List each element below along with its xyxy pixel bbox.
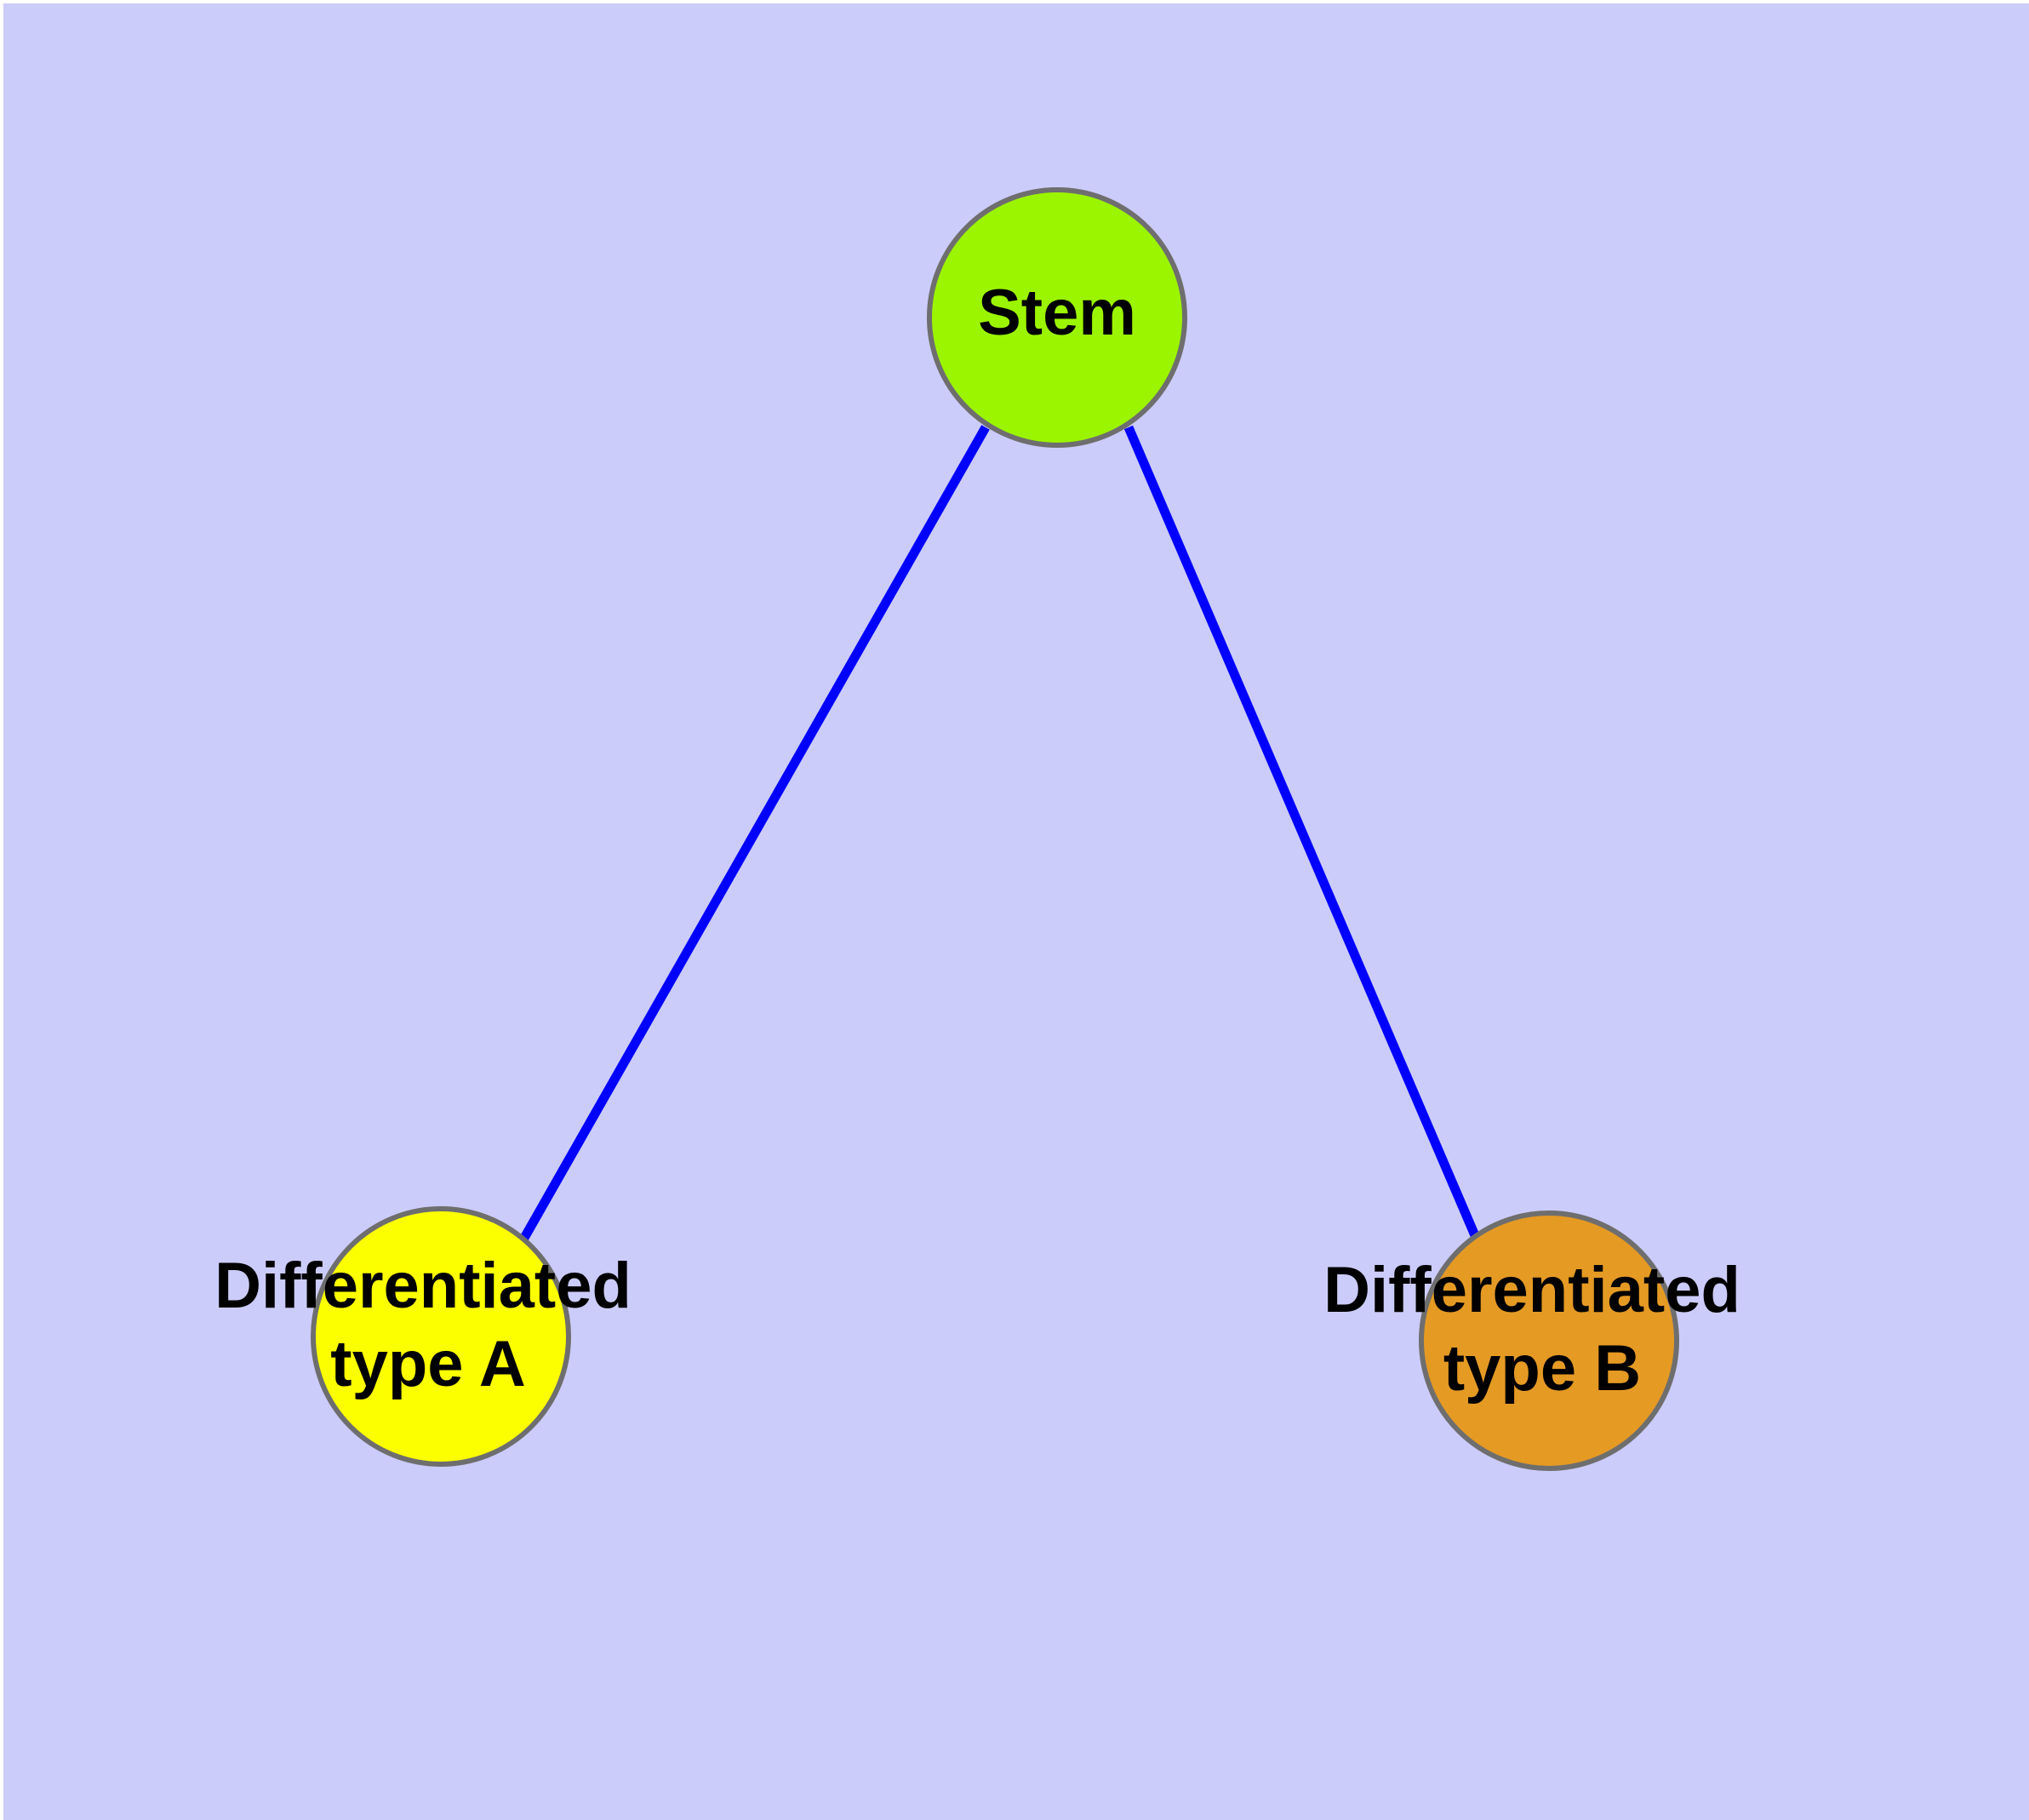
node-differentiated-type-a-circle[interactable] [311,1206,571,1467]
edge-stem-to-differentiated-type-b [1123,425,1482,1242]
node-differentiated-type-b-label-line2: type B [1443,1332,1641,1405]
node-differentiated-type-a[interactable] [311,1206,571,1467]
node-differentiated-type-b-label-line1: Differentiated [1323,1254,1740,1326]
node-differentiated-type-a-label-line2: type A [330,1328,525,1400]
edges-layer [519,425,1482,1242]
node-stem[interactable] [927,187,1187,448]
node-differentiated-type-b[interactable] [1419,1210,1679,1471]
node-differentiated-type-a-label-group: Differentiated type A [214,1250,632,1400]
node-differentiated-type-a-label-line1: Differentiated [214,1250,632,1322]
labels-layer: Stem Differentiated type A Differentiate… [214,277,1740,1405]
node-stem-circle[interactable] [927,187,1187,448]
node-differentiated-type-b-circle[interactable] [1419,1210,1679,1471]
nodes-layer [311,187,1679,1471]
edge-stem-to-differentiated-type-a [519,425,990,1242]
node-stem-label: Stem [978,277,1136,349]
node-differentiated-type-b-label-group: Differentiated type B [1323,1254,1740,1405]
